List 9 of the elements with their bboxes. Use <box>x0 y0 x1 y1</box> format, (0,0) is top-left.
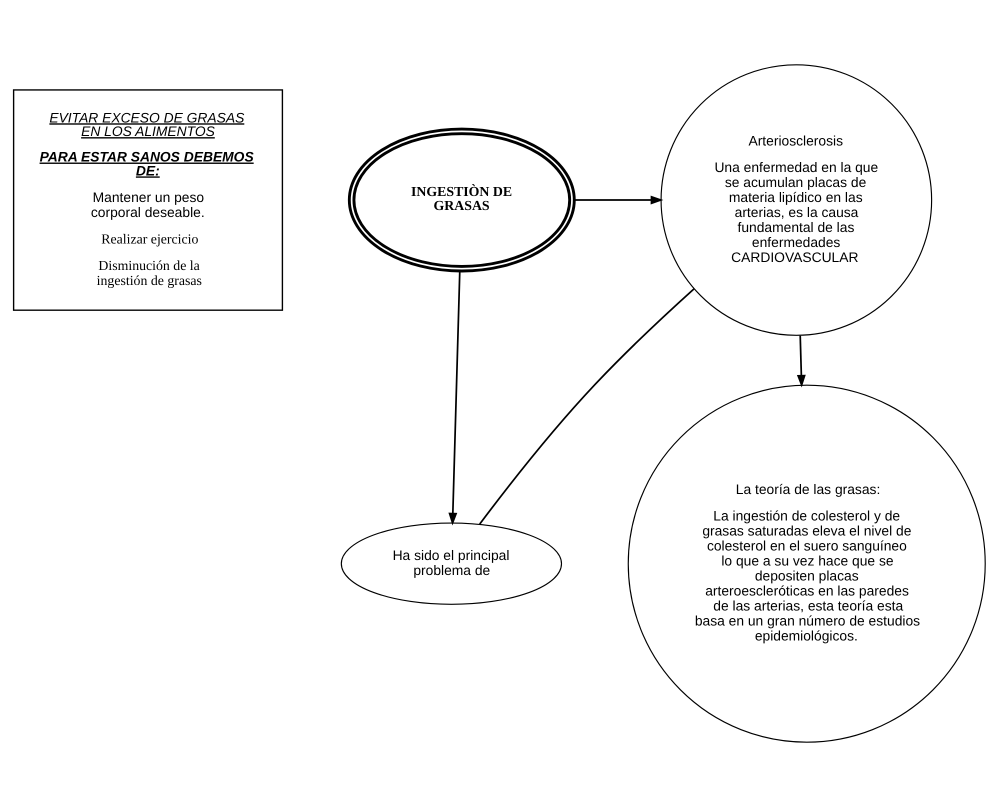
connector <box>478 288 694 525</box>
node-ellipse: INGESTIÒN DE GRASAS <box>347 128 576 272</box>
arrow <box>574 196 663 204</box>
node-circle: Arteriosclerosis Una enfermedad en la que se acumulan placas de materia lipídico en las arterias, es la causa fundamental de las enfermedades CARDIOVASCULAR <box>660 64 932 336</box>
node-ellipse: Ha sido el principal problema de <box>340 522 562 605</box>
node-circle: La teoría de las grasas: La ingestión de colesterol y de grasas saturadas eleva el nivel de colesterol en el suero sanguíneo lo que a su vez hace que se depositen placas arteroescleróticas en las paredes de las arterias, esta teoría esta basa en un gran número de estudios epidemiológicos. <box>627 384 986 743</box>
node-box: EVITAR EXCESO DE GRASAS EN LOS ALIMENTOS PARA ESTAR SANOS DEBEMOS DE: Mantener un peso corporal deseable. Realizar ejercicio Disminución de la ingestión de grasas <box>12 89 283 311</box>
arrow <box>448 271 460 526</box>
arrow <box>796 336 806 388</box>
